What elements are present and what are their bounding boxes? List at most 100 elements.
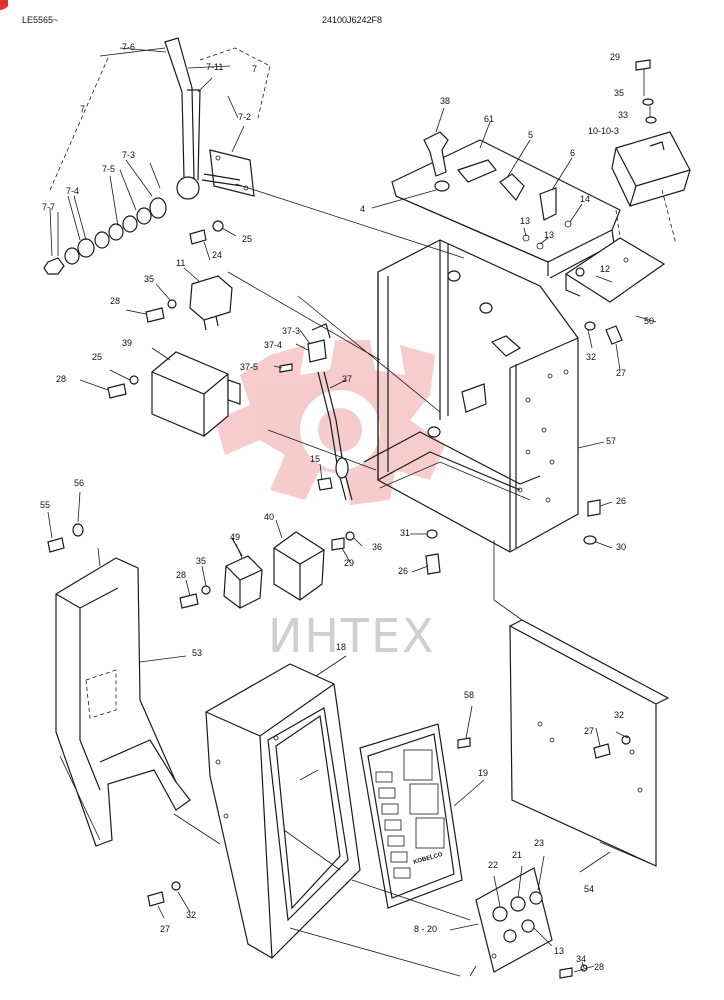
callout: 25 bbox=[242, 234, 252, 244]
callout: 38 bbox=[440, 96, 450, 106]
callout: 29 bbox=[610, 52, 620, 62]
callout: 32 bbox=[586, 352, 596, 362]
callout: 28 bbox=[110, 296, 120, 306]
temp-gauge-icon bbox=[409, 783, 439, 815]
callout: 21 bbox=[512, 850, 522, 860]
callout: 28 bbox=[176, 570, 186, 580]
bolt-27 bbox=[605, 325, 623, 345]
callout: 32 bbox=[614, 710, 624, 720]
cap-4 bbox=[434, 180, 450, 192]
callout: 19 bbox=[478, 768, 488, 778]
screw-29 bbox=[635, 59, 651, 71]
callout: 13 bbox=[544, 230, 554, 240]
callout: 7-11 bbox=[206, 62, 223, 72]
switch-22 bbox=[492, 906, 508, 922]
callout: 7-7 bbox=[42, 202, 55, 212]
leader-lines bbox=[47, 47, 657, 977]
callout: 33 bbox=[618, 110, 628, 120]
lever-pivot bbox=[176, 176, 200, 200]
callout: 7 bbox=[252, 64, 257, 74]
nut-33 bbox=[645, 116, 657, 124]
callout: 54 bbox=[584, 884, 594, 894]
callout: 7-2 bbox=[238, 112, 251, 122]
callout: 39 bbox=[122, 338, 132, 348]
callout-labels: 7-6 7-11 7 7 7-2 7-3 7-5 7-4 7-7 24 25 1… bbox=[40, 42, 654, 972]
bolt-28 bbox=[145, 307, 165, 323]
callout: 7-3 bbox=[122, 150, 135, 160]
callout: 27 bbox=[160, 924, 170, 934]
callout: 37 bbox=[342, 374, 352, 384]
callout: 56 bbox=[74, 478, 84, 488]
callout: 28 bbox=[56, 374, 66, 384]
corner-mark-icon bbox=[0, 0, 8, 10]
relay-11 bbox=[145, 275, 233, 331]
callout: 4 bbox=[360, 204, 365, 214]
hour-meter-icon bbox=[415, 817, 445, 849]
callout: 28 bbox=[594, 962, 604, 972]
washer-25 bbox=[212, 220, 224, 232]
screw-12 bbox=[575, 267, 585, 277]
callout: 34 bbox=[576, 954, 586, 964]
washer-32b bbox=[171, 881, 181, 891]
callout: 6 bbox=[570, 148, 575, 158]
screw-29b bbox=[331, 537, 345, 551]
callout: 24 bbox=[212, 250, 222, 260]
washer-31 bbox=[426, 529, 438, 539]
bracket-50 bbox=[564, 189, 677, 303]
washer-56 bbox=[72, 523, 84, 537]
callout: 53 bbox=[192, 648, 202, 658]
switch-plate-8-20 bbox=[475, 867, 588, 979]
callout: 36 bbox=[372, 542, 382, 552]
console-cover-61 bbox=[391, 131, 621, 279]
washer-30 bbox=[583, 535, 597, 545]
bolt-27b bbox=[147, 891, 165, 907]
callout: 57 bbox=[606, 436, 616, 446]
callout: 14 bbox=[580, 194, 590, 204]
bolt-26 bbox=[587, 499, 601, 517]
callout: 22 bbox=[488, 860, 498, 870]
callout: 27 bbox=[616, 368, 626, 378]
callout: 32 bbox=[186, 910, 196, 920]
bolt-28b bbox=[107, 383, 127, 399]
unit-39 bbox=[107, 351, 241, 437]
washer-25b bbox=[129, 375, 139, 385]
callout: 25 bbox=[92, 352, 102, 362]
bolt-28c bbox=[179, 593, 199, 609]
callout: 12 bbox=[600, 264, 610, 274]
clip-37-4 bbox=[307, 339, 327, 363]
callout: 7-5 bbox=[102, 164, 115, 174]
relay-49 bbox=[179, 537, 263, 609]
console-housing-18 bbox=[147, 663, 361, 959]
frame-57 bbox=[227, 183, 579, 553]
screw-37-5 bbox=[279, 363, 293, 373]
callout: 35 bbox=[614, 88, 624, 98]
callout: 7-4 bbox=[66, 186, 79, 196]
callout: 40 bbox=[264, 512, 274, 522]
callout: 26 bbox=[398, 566, 408, 576]
screw-58 bbox=[457, 737, 471, 749]
callout: 35 bbox=[196, 556, 206, 566]
bolt-27c bbox=[593, 743, 611, 759]
callout: 5 bbox=[528, 130, 533, 140]
key-38 bbox=[423, 131, 449, 177]
callout: 30 bbox=[616, 542, 626, 552]
callout: 35 bbox=[144, 274, 154, 284]
clamp-15 bbox=[317, 477, 333, 491]
callout: 37-5 bbox=[240, 362, 258, 372]
callout: 18 bbox=[336, 642, 346, 652]
right-fasteners bbox=[425, 321, 623, 575]
switch-21 bbox=[510, 896, 526, 912]
bolt-55 bbox=[47, 537, 65, 553]
watermark-text: ИНТЕХ bbox=[268, 609, 436, 663]
side-panel-53 bbox=[47, 523, 191, 847]
callout: 29 bbox=[344, 558, 354, 568]
washer-35b bbox=[642, 98, 654, 106]
callout: 61 bbox=[484, 114, 494, 124]
callout: 55 bbox=[40, 500, 50, 510]
bolt-26b bbox=[425, 553, 441, 575]
callout: 15 bbox=[310, 454, 320, 464]
cable-37 bbox=[279, 323, 353, 501]
drawing-number: 24100J6242F8 bbox=[322, 15, 382, 25]
warning-lamps-column bbox=[375, 771, 411, 879]
switch-23 bbox=[529, 891, 543, 905]
